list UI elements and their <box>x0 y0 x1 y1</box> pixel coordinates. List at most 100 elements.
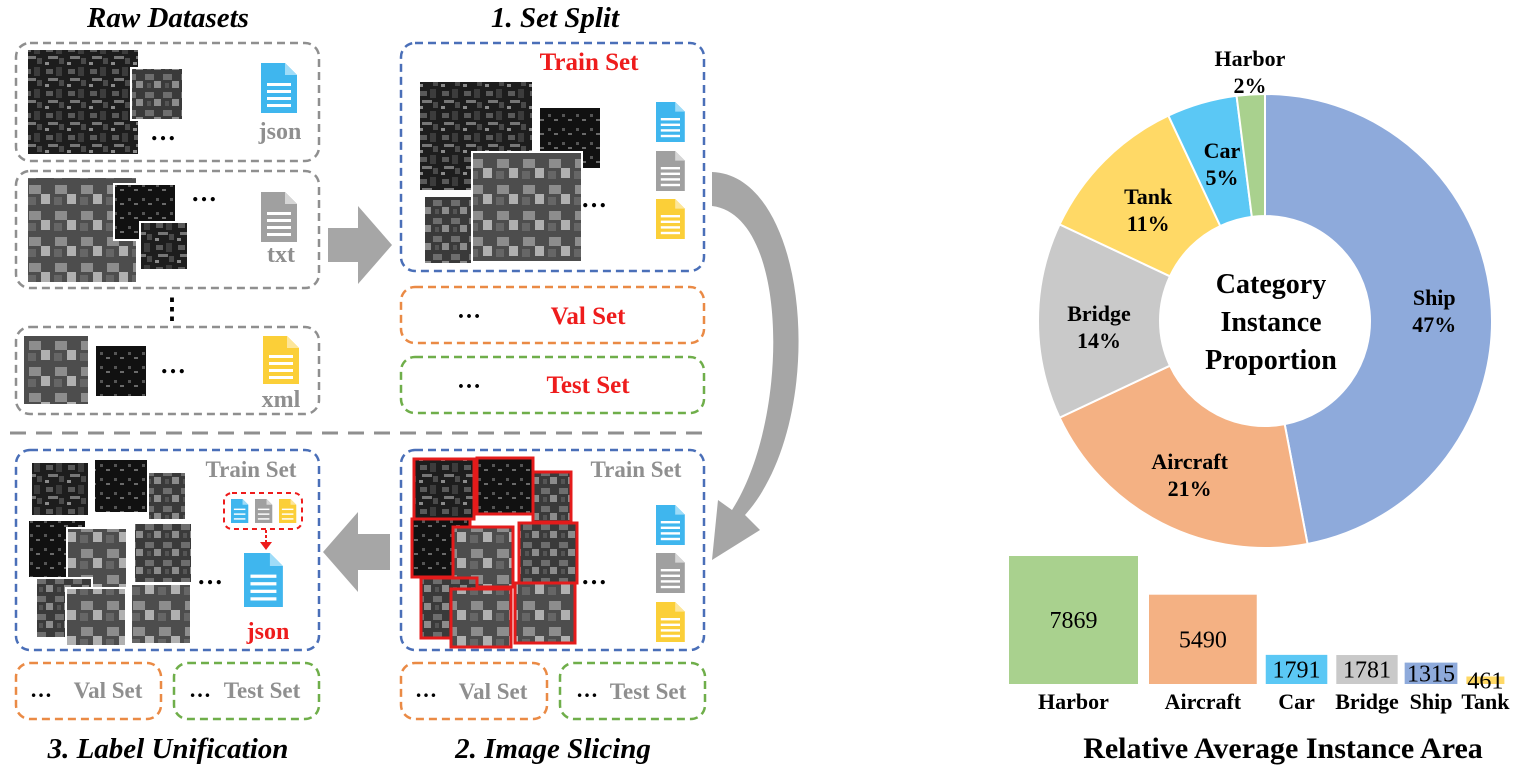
label-unification-title: 3. Label Unification <box>47 733 289 765</box>
satellite-image <box>28 50 138 154</box>
raw-dataset-box-xml: … xml <box>14 325 321 416</box>
area-bar-value: 1791 <box>1273 657 1321 683</box>
ellipsis: … <box>30 677 52 702</box>
category-proportion-donut: Ship47%Aircraft21%Bridge14%Tank11%Car5%H… <box>1036 46 1493 549</box>
donut-center-title: Category <box>1216 269 1326 300</box>
area-bar-harbor <box>1009 556 1138 684</box>
image-slice <box>147 471 187 521</box>
train-set-label: Train Set <box>206 457 297 482</box>
test-set-label: Test Set <box>610 679 687 704</box>
unification-val-box: … Val Set <box>14 661 163 721</box>
ellipsis: … <box>197 561 223 590</box>
set-split-title: 1. Set Split <box>491 2 620 34</box>
image-slice <box>513 581 577 645</box>
ellipsis: … <box>581 184 607 213</box>
ellipsis: … <box>457 298 481 324</box>
txt-file-icon <box>656 553 685 593</box>
area-bar-value: 1315 <box>1407 661 1455 687</box>
donut-category-label: Aircraft <box>1151 449 1228 474</box>
satellite-image <box>139 221 189 271</box>
txt-file-icon <box>261 192 297 242</box>
area-bar-car <box>1265 654 1328 684</box>
xml-label: xml <box>262 387 301 413</box>
satellite-image <box>471 151 583 263</box>
ellipsis: … <box>581 561 607 590</box>
area-bar-value: 7869 <box>1050 608 1098 634</box>
ellipsis: … <box>576 677 598 702</box>
image-slice <box>65 587 127 647</box>
test-set-label: Test Set <box>546 372 630 399</box>
split-train-box: Train Set … <box>399 41 706 273</box>
area-bar-category: Harbor <box>1038 689 1109 714</box>
area-chart-title: Relative Average Instance Area <box>1083 732 1483 765</box>
donut-slice-aircraft <box>1058 364 1309 549</box>
image-slice <box>130 583 192 645</box>
vertical-ellipsis: ⋮ <box>158 294 186 325</box>
json-file-icon <box>656 102 685 142</box>
donut-percent-label: 14% <box>1077 328 1121 353</box>
donut-percent-label: 2% <box>1234 73 1267 98</box>
area-bar-aircraft <box>1149 594 1257 684</box>
area-bar-ship <box>1404 662 1458 684</box>
area-bar-tank <box>1466 676 1505 684</box>
donut-center-title: Proportion <box>1205 345 1337 376</box>
txt-file-icon <box>656 151 685 191</box>
unified-json-file-icon <box>244 553 283 607</box>
raw-dataset-box-json: … json <box>14 41 321 163</box>
val-set-label: Val Set <box>459 679 528 704</box>
txt-file-icon <box>255 499 273 523</box>
relative-area-chart: 7869Harbor5490Aircraft1791Car1781Bridge1… <box>1009 556 1510 765</box>
json-file-icon <box>261 63 297 113</box>
ellipsis: … <box>191 178 217 207</box>
unification-test-box: … Test Set <box>172 661 321 721</box>
json-file-icon <box>231 499 249 523</box>
area-bar-category: Car <box>1278 689 1315 714</box>
unified-json-label: json <box>246 619 290 645</box>
area-bar-bridge <box>1336 655 1398 684</box>
satellite-image <box>130 67 184 121</box>
right-arrow-icon <box>328 206 392 284</box>
unification-train-box: Train Set … <box>14 448 321 652</box>
donut-category-label: Car <box>1204 138 1241 163</box>
slicing-test-box: … Test Set <box>558 661 707 721</box>
split-test-box: … Test Set <box>399 355 706 415</box>
area-bar-category: Aircraft <box>1165 689 1242 714</box>
split-val-box: … Val Set <box>399 285 706 345</box>
area-bar-category: Tank <box>1461 689 1510 714</box>
image-slice <box>30 461 90 517</box>
satellite-image <box>96 346 146 396</box>
donut-percent-label: 47% <box>1412 312 1456 337</box>
image-slice <box>475 456 535 516</box>
test-set-label: Test Set <box>224 678 301 703</box>
image-slice <box>531 470 573 524</box>
donut-percent-label: 11% <box>1127 211 1170 236</box>
ellipsis: … <box>415 677 437 702</box>
raw-dataset-box-txt: … txt <box>14 169 321 290</box>
area-bar-value: 1781 <box>1343 658 1391 684</box>
donut-slice-ship <box>1264 92 1493 546</box>
left-arrow-icon <box>323 512 390 592</box>
raw-datasets-title: Raw Datasets <box>86 2 249 34</box>
ellipsis: … <box>189 677 211 702</box>
xml-file-icon <box>656 199 685 239</box>
val-set-label: Val Set <box>551 303 626 330</box>
merge-group-box <box>223 492 303 530</box>
xml-file-icon <box>263 336 299 384</box>
json-label: json <box>258 119 302 145</box>
donut-center-title: Instance <box>1220 307 1321 338</box>
image-slice <box>412 457 476 521</box>
donut-percent-label: 21% <box>1168 476 1212 501</box>
ellipsis: … <box>457 368 481 394</box>
area-bar-category: Ship <box>1410 689 1453 714</box>
xml-file-icon <box>656 602 685 642</box>
train-set-label: Train Set <box>540 49 640 76</box>
donut-slice-harbor <box>1235 92 1266 218</box>
donut-hole <box>1162 218 1368 424</box>
satellite-image <box>24 336 88 404</box>
image-slice <box>449 587 513 649</box>
donut-category-label: Harbor <box>1215 46 1286 71</box>
donut-category-label: Ship <box>1413 285 1456 310</box>
merge-arrow-head-icon <box>260 542 272 550</box>
image-slicing-title: 2. Image Slicing <box>454 733 651 765</box>
